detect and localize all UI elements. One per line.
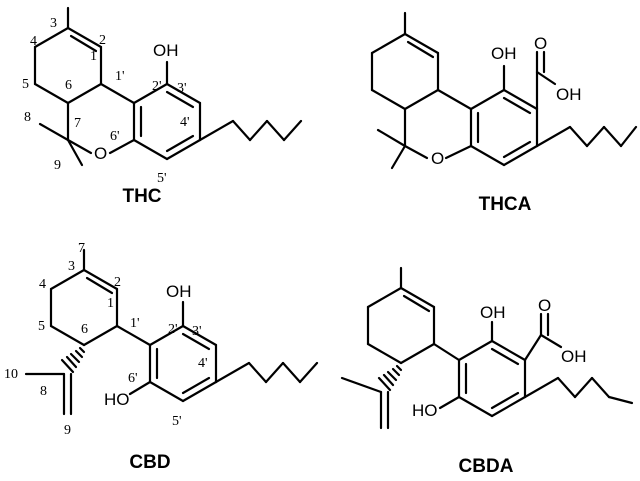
thc-atom-labels: OH O [94, 41, 179, 163]
cbda-hydroxyl-bottom-label: HO [412, 401, 438, 420]
thc-pos-8: 8 [24, 110, 31, 125]
cbd-bonds [24, 248, 319, 416]
cbd-pos-2: 2 [114, 275, 121, 290]
thc-pos-5p: 5' [157, 171, 167, 186]
cbda-hydroxyl-top-label: OH [480, 303, 506, 322]
cbd-pos-1p: 1' [130, 316, 140, 331]
thca-title: THCA [479, 194, 532, 215]
cbd-hydroxyl-top-label: OH [166, 282, 192, 301]
cbd-pos-3: 3 [68, 259, 75, 274]
cbd-pos-3p: 3' [192, 324, 202, 339]
cbd-hydroxyl-bottom-label: HO [104, 390, 130, 409]
thca-carboxyl-oh-label: OH [556, 85, 582, 104]
thc-pos-1p: 1' [115, 69, 125, 84]
thca-structure: OH O O OH THCA [370, 11, 638, 215]
cbd-title: CBD [129, 452, 170, 473]
thc-pos-6p: 6' [110, 129, 120, 144]
cbd-pos-10: 10 [4, 367, 18, 382]
cbda-hashed-bond [377, 364, 403, 392]
thca-oxygen-label: O [431, 149, 444, 168]
thc-pos-4: 4 [30, 34, 37, 49]
thc-bonds [33, 6, 303, 167]
cbd-pos-5: 5 [38, 319, 45, 334]
thca-carbonyl-oxygen-label: O [534, 34, 547, 53]
cbd-pos-9: 9 [64, 423, 71, 438]
cbda-title: CBDA [459, 456, 514, 477]
thc-pos-1: 1 [90, 49, 97, 64]
thc-pos-6: 6 [65, 78, 72, 93]
cbd-atom-labels: OH HO [104, 282, 192, 409]
cbda-bonds [340, 266, 634, 430]
thc-hydroxyl-label: OH [153, 41, 179, 60]
cbda-carbonyl-oxygen-label: O [538, 296, 551, 315]
thca-bonds [370, 11, 638, 170]
thc-pos-7: 7 [74, 116, 81, 131]
thc-pos-2p: 2' [152, 79, 162, 94]
thc-pos-3: 3 [50, 16, 57, 31]
cbd-pos-7: 7 [78, 241, 85, 256]
cbda-atom-labels: OH HO O OH [412, 296, 587, 420]
cbda-carboxyl-oh-label: OH [561, 347, 587, 366]
cbd-pos-6p: 6' [128, 371, 138, 386]
cbd-pos-2p: 2' [168, 322, 178, 337]
cbd-pos-5p: 5' [172, 414, 182, 429]
cbd-pos-1: 1 [107, 296, 114, 311]
thc-title: THC [122, 186, 161, 207]
thc-pos-5: 5 [22, 77, 29, 92]
cbd-pos-4p: 4' [198, 356, 208, 371]
cbd-position-numbers: 1 2 3 4 5 6 7 8 9 10 1' 2' 3' 4' 5' 6' [4, 241, 208, 438]
thca-hydroxyl-label: OH [491, 44, 517, 63]
thca-atom-labels: OH O O OH [431, 34, 582, 168]
thc-pos-3p: 3' [177, 81, 187, 96]
thc-pos-4p: 4' [180, 115, 190, 130]
thc-structure: OH O 1 2 3 4 5 6 7 8 9 1' 2' 3' 4' 5' 6'… [22, 6, 303, 207]
cbd-pos-4: 4 [39, 277, 46, 292]
thc-position-numbers: 1 2 3 4 5 6 7 8 9 1' 2' 3' 4' 5' 6' [22, 16, 190, 186]
cbd-hashed-bond [60, 346, 86, 374]
thc-pos-2: 2 [99, 33, 106, 48]
thc-pos-9: 9 [54, 158, 61, 173]
thc-oxygen-label: O [94, 144, 107, 163]
cbda-structure: OH HO O OH CBDA [340, 266, 634, 477]
cbd-pos-6: 6 [81, 322, 88, 337]
cbd-structure: OH HO 1 2 3 4 5 6 7 8 9 10 1' 2' 3' 4' 5… [4, 241, 319, 473]
cbd-pos-8: 8 [40, 384, 47, 399]
